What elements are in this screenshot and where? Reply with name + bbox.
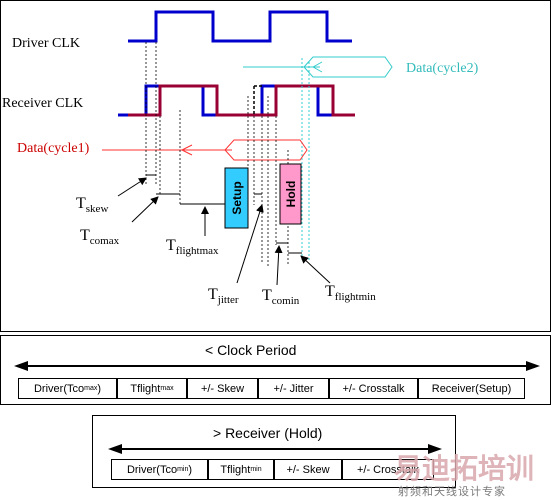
watermark-logo: 易迪拓培训 — [394, 452, 535, 485]
setup-window — [224, 167, 249, 229]
hold-window — [279, 163, 302, 225]
watermark-subtitle: 射频和天线设计专家 — [398, 485, 506, 498]
data-cycle1-signal — [102, 139, 308, 161]
diagram-border — [0, 0, 551, 332]
data-cycle1-label: Data(cycle1) — [17, 141, 90, 156]
annotation-arrows — [117, 177, 331, 286]
receiver-clk-red-waveform — [128, 84, 355, 117]
t-flightmin-label: Tflightmin — [325, 283, 376, 303]
setup-label: Setup — [230, 181, 244, 214]
receiver-clk-label: Receiver CLK — [2, 96, 83, 111]
t-skew-label: Tskew — [76, 195, 108, 215]
driver-clk-waveform — [128, 10, 352, 43]
period-cell-receiver-setup: Receiver(Setup) — [418, 378, 525, 399]
receiver-hold-panel — [92, 415, 456, 488]
hold-cell-crosstalk: +/- Crosstalk — [342, 459, 434, 480]
data-cycle2-signal — [243, 56, 393, 78]
driver-clk-label: Driver CLK — [12, 36, 80, 51]
t-jitter-label: Tjitter — [208, 286, 239, 306]
hold-label: Hold — [284, 181, 298, 208]
clock-period-title: < Clock Period — [205, 342, 297, 358]
period-cell-jitter: +/- Jitter — [258, 378, 329, 399]
hold-cell-skew: +/- Skew — [274, 459, 342, 480]
period-cell-crosstalk: +/- Crosstalk — [329, 378, 418, 399]
reference-lines — [145, 42, 289, 266]
t-flightmax-label: Tflightmax — [166, 237, 219, 257]
receiver-hold-title: > Receiver (Hold) — [213, 425, 323, 441]
t-comax-label: Tcomax — [80, 227, 120, 247]
timing-steps — [146, 174, 302, 254]
t-comin-label: Tcomin — [262, 287, 300, 307]
data-cycle2-label: Data(cycle2) — [406, 61, 479, 76]
period-cell-skew: +/- Skew — [187, 378, 258, 399]
